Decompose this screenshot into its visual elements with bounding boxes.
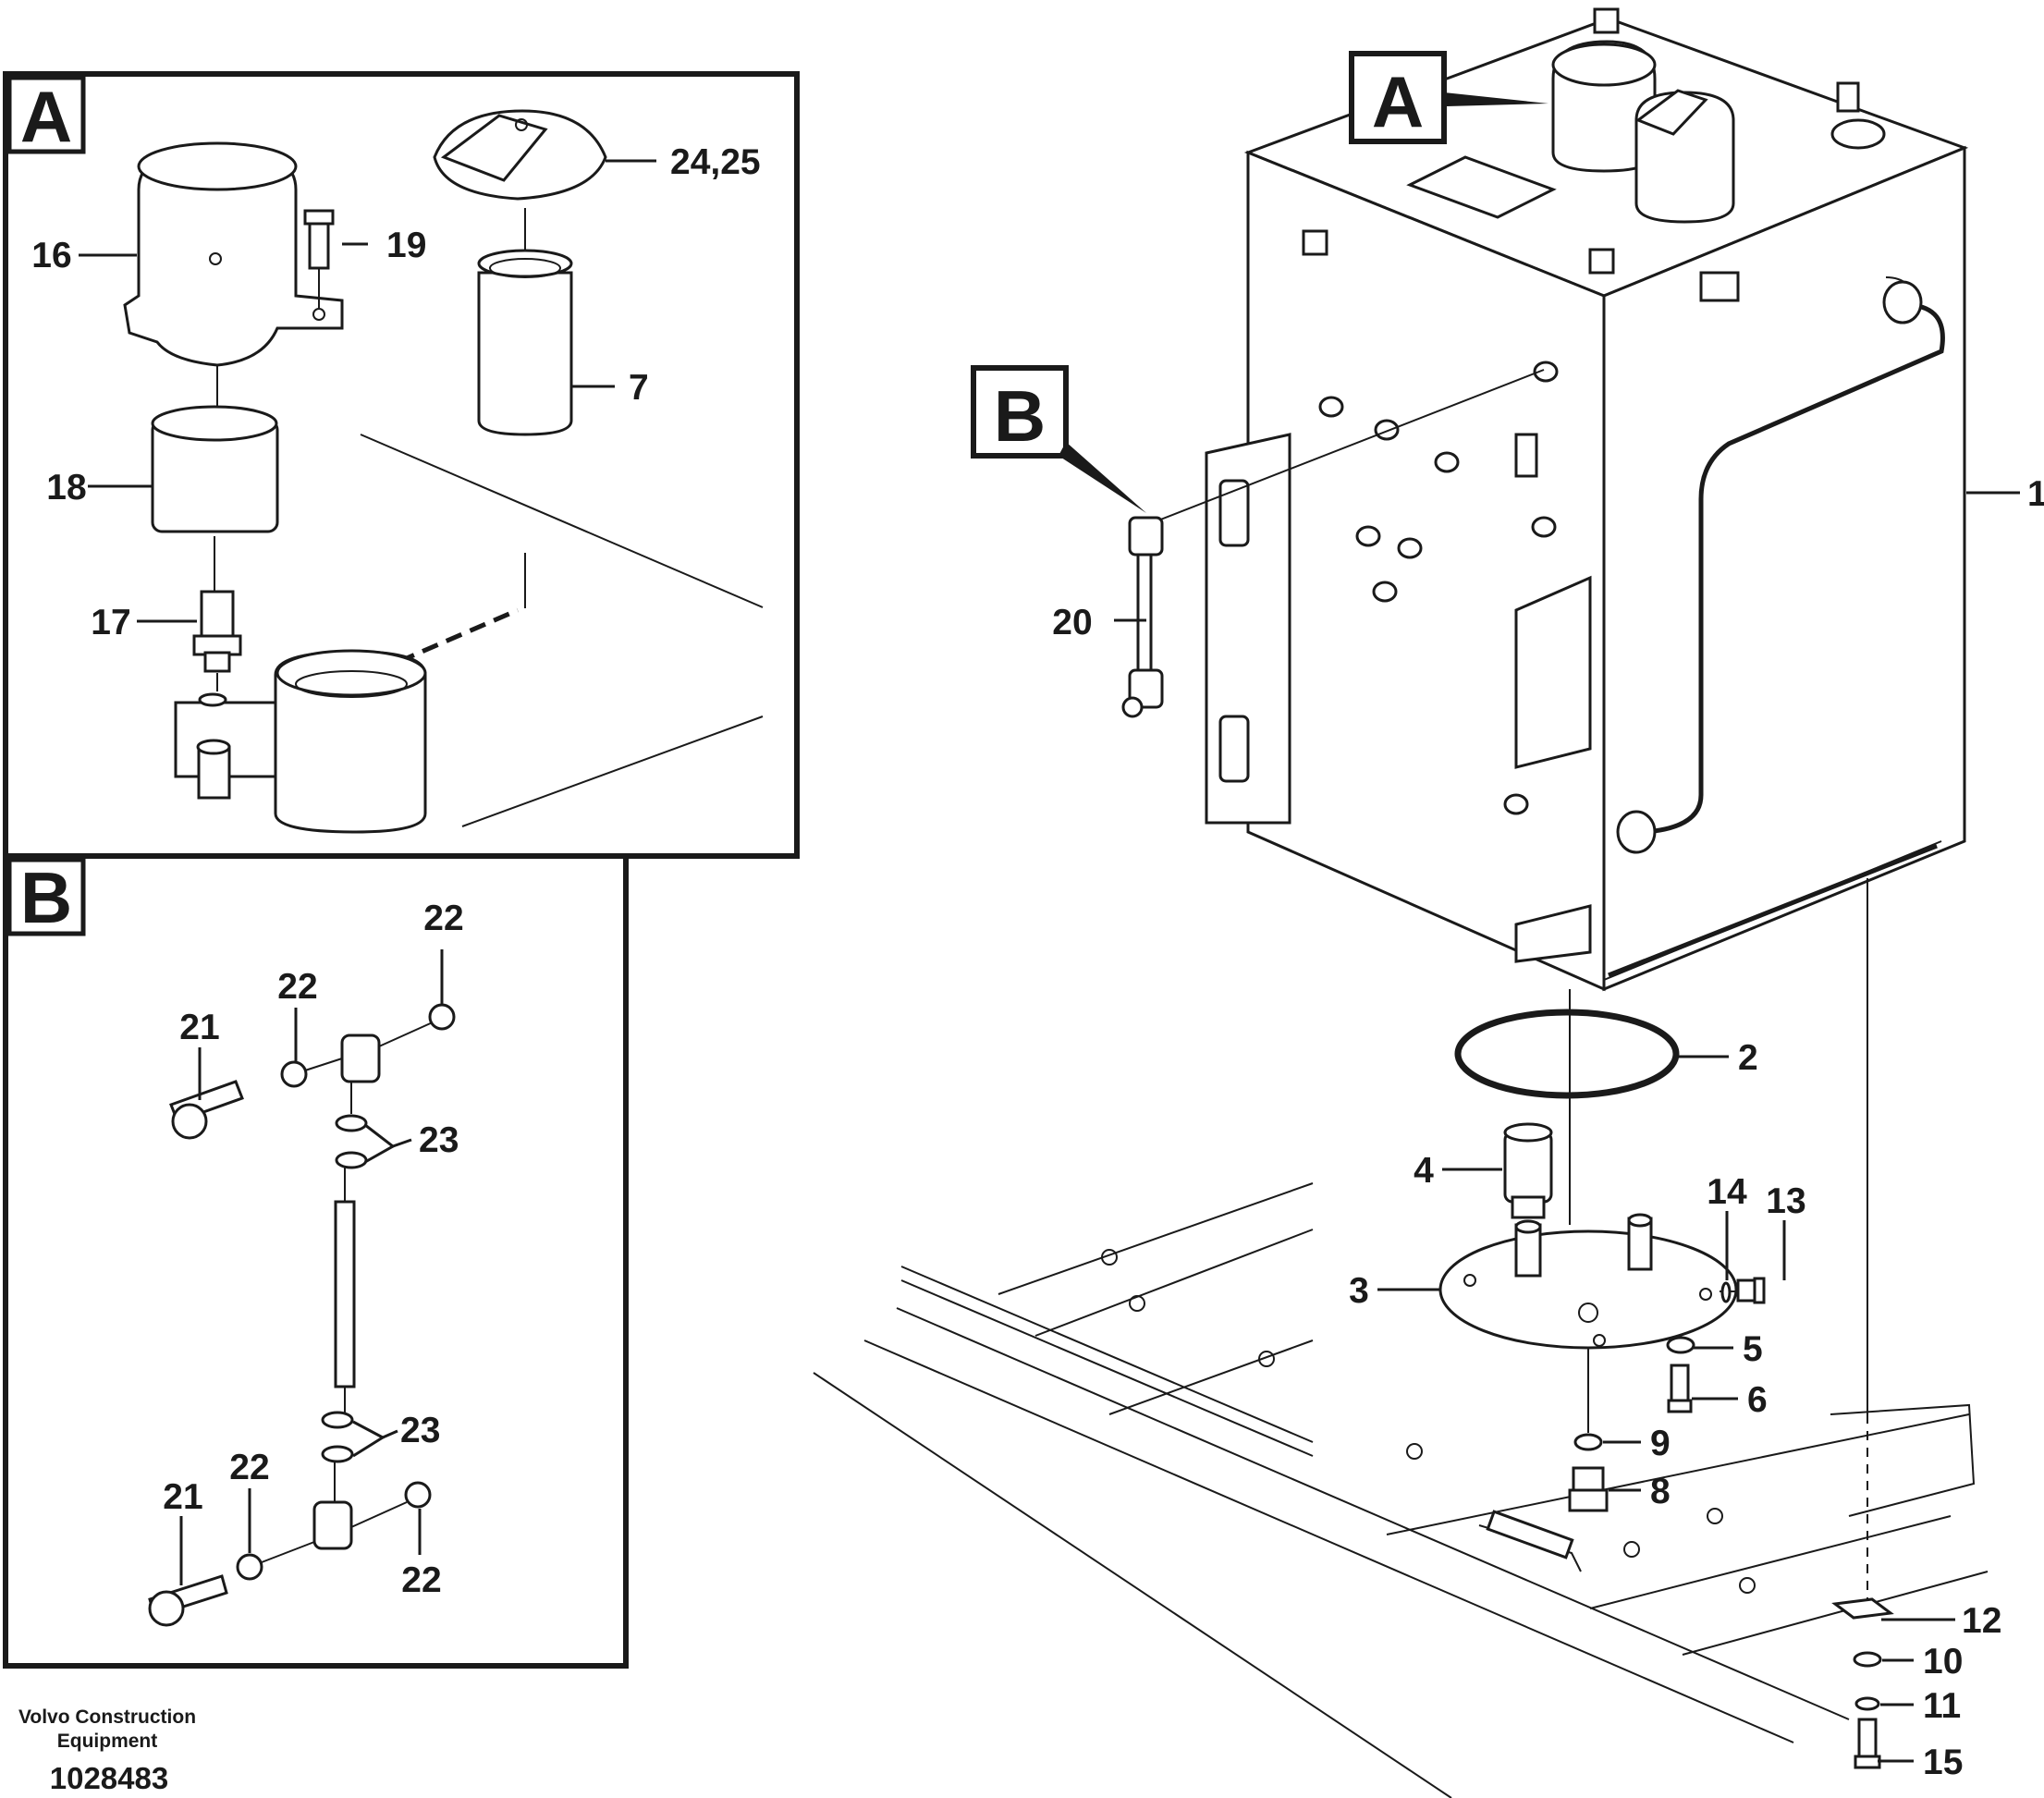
- callout-17: 17: [91, 603, 130, 642]
- callout-21-bottom: 21: [163, 1477, 202, 1517]
- company-name-line2: Equipment: [57, 1731, 158, 1752]
- callout-10: 10: [1923, 1642, 1963, 1682]
- callout-20: 20: [1052, 603, 1092, 642]
- filter-housing-16: [123, 141, 344, 367]
- callout-15: 15: [1923, 1743, 1963, 1782]
- main-view-callout-b: B: [971, 365, 1545, 526]
- callout-14: 14: [1707, 1172, 1747, 1212]
- hydraulic-tank-1: [1205, 7, 1969, 992]
- callout-22-top-b: 22: [423, 899, 463, 938]
- filter-base: [174, 649, 427, 834]
- callout-12: 12: [1962, 1601, 2001, 1641]
- callout-7: 7: [629, 368, 649, 408]
- drawing-number: 1028483: [50, 1761, 168, 1795]
- main-b-label: B: [994, 375, 1046, 457]
- callout-24-25: 24,25: [670, 142, 761, 182]
- callout-3: 3: [1349, 1271, 1369, 1311]
- panel-b-label: B: [20, 857, 72, 938]
- callout-19: 19: [386, 226, 426, 265]
- cover-plate-3: [1438, 1213, 1738, 1350]
- main-assembly-view: A B: [813, 7, 2044, 1798]
- callout-22-bottom-b: 22: [401, 1560, 441, 1600]
- filler-cap-24-25: [433, 109, 607, 201]
- level-gauge-20: [1121, 516, 1164, 718]
- filter-element-18: [151, 365, 279, 592]
- callout-22-bottom-a: 22: [229, 1448, 269, 1487]
- callout-5: 5: [1743, 1329, 1763, 1369]
- o-ring-2: [1454, 1009, 1680, 1099]
- sight-glass-bottom-fitting: [148, 1462, 432, 1627]
- strainer-pipe-7: [477, 208, 573, 436]
- callout-6: 6: [1747, 1380, 1768, 1420]
- main-a-label: A: [1372, 61, 1424, 142]
- detail-panel-a: A: [3, 71, 800, 859]
- callout-2: 2: [1738, 1038, 1758, 1078]
- sensor-17: [192, 590, 242, 691]
- callout-23-bottom: 23: [400, 1411, 440, 1450]
- callout-16: 16: [31, 236, 71, 275]
- callout-11: 11: [1923, 1686, 1961, 1726]
- callout-22-top-a: 22: [277, 967, 317, 1007]
- breather-valve-4: [1503, 1122, 1553, 1219]
- callout-13: 13: [1766, 1181, 1805, 1221]
- panel-a-label: A: [20, 76, 72, 157]
- callout-8: 8: [1650, 1472, 1671, 1511]
- sight-glass-tube: [321, 1167, 356, 1463]
- machine-frame: [813, 1182, 1989, 1798]
- company-name-line1: Volvo Construction: [18, 1706, 196, 1728]
- main-view-callout-a: A: [1349, 51, 1548, 144]
- bolt-19: [303, 209, 335, 308]
- callout-23-top: 23: [419, 1120, 459, 1160]
- callout-1: 1: [2027, 474, 2044, 514]
- callout-4: 4: [1414, 1151, 1434, 1191]
- callout-21-top: 21: [179, 1008, 219, 1047]
- sight-glass-top-fitting: [169, 1003, 456, 1169]
- detail-panel-b: B: [3, 853, 629, 1669]
- callout-18: 18: [46, 468, 86, 508]
- callout-9: 9: [1650, 1424, 1671, 1463]
- drawing-footer: Volvo Construction Equipment 1028483: [18, 1706, 196, 1795]
